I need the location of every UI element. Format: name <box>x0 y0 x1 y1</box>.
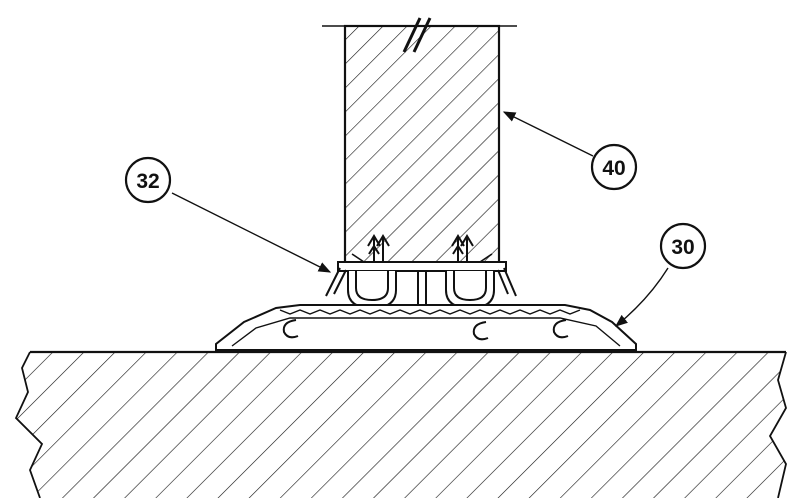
callout-32: 32 <box>124 156 332 273</box>
base-substrate <box>14 350 787 498</box>
callout-bubble-32 <box>124 156 172 204</box>
callout-label-32: 32 <box>136 170 159 193</box>
callout-30: 30 <box>615 222 707 327</box>
base-profile <box>215 304 637 351</box>
callout-bubble-30 <box>659 222 707 270</box>
callout-label-30: 30 <box>671 236 694 259</box>
vertical-post <box>322 17 517 266</box>
leader-line-30 <box>615 267 669 327</box>
leader-line-32 <box>171 192 332 273</box>
callout-label-40: 40 <box>602 157 625 180</box>
leader-line-40 <box>502 111 594 157</box>
callout-bubble-40 <box>590 143 638 191</box>
callout-40: 40 <box>502 111 638 191</box>
break-symbol <box>402 17 422 53</box>
